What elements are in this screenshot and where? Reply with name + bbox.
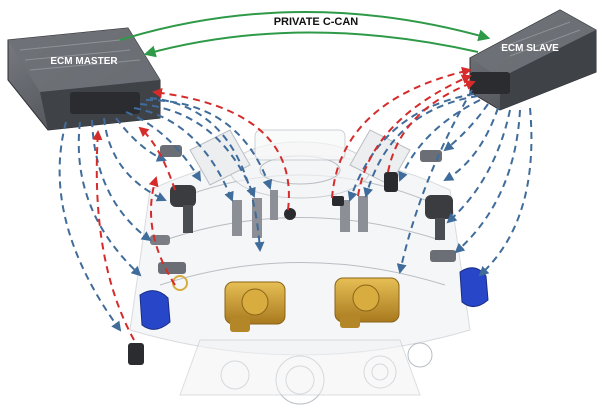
- engine-block: [129, 129, 471, 405]
- left-turbo-sensor-icon: [170, 185, 196, 207]
- private-can-label: PRIVATE C-CAN: [274, 16, 359, 28]
- ecm-master-unit: ECM MASTER: [7, 27, 161, 131]
- ecm-slave-label: ECM SLAVE: [501, 43, 559, 54]
- right-bank-components: [332, 150, 456, 262]
- ecm-master-label: ECM MASTER: [50, 56, 118, 67]
- private-can-bus: [119, 11, 491, 58]
- throttle-body-right: [334, 277, 400, 328]
- bottom-connector-icon: [128, 343, 144, 365]
- master-input-arrows: [92, 88, 290, 341]
- slave-input-arrows: [331, 66, 476, 199]
- ecm-slave-unit: ECM SLAVE: [469, 9, 597, 111]
- master-output-arrows: [58, 97, 273, 332]
- left-blue-sensor-icon: [139, 290, 171, 330]
- right-turbo-sensor-icon: [425, 195, 453, 219]
- right-blue-sensor-icon: [459, 267, 489, 307]
- throttle-body-left: [224, 281, 286, 332]
- slave-output-arrows: [347, 89, 533, 277]
